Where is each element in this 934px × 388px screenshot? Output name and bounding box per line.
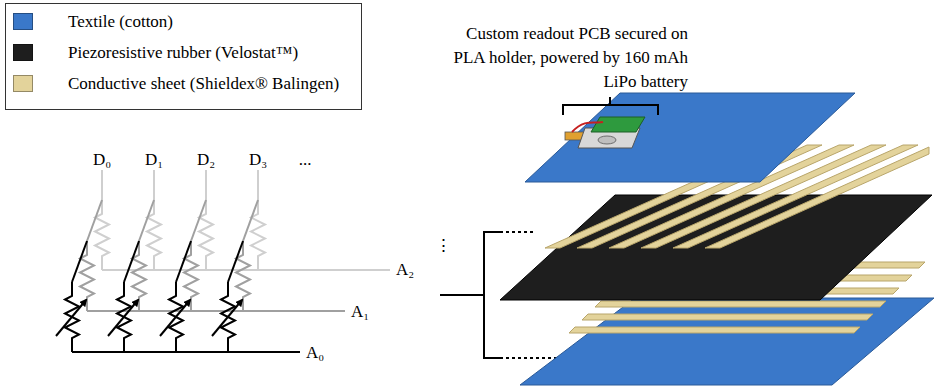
column-wire bbox=[176, 241, 191, 282]
column-wire bbox=[72, 241, 87, 282]
bracket-line bbox=[484, 232, 500, 358]
conductive-strip bbox=[569, 327, 860, 333]
dashed-leader bbox=[500, 231, 535, 233]
column-wire bbox=[228, 241, 243, 282]
row-wire bbox=[87, 310, 345, 312]
column-wire bbox=[243, 200, 258, 241]
battery bbox=[598, 136, 616, 144]
row-wire bbox=[72, 351, 300, 353]
callout-bracket bbox=[563, 97, 658, 115]
signal-name: D₂ bbox=[197, 150, 215, 170]
variable-arrow bbox=[160, 300, 190, 336]
pcb-board bbox=[591, 117, 645, 132]
column-wire bbox=[205, 170, 207, 200]
resistor-layer-middle bbox=[80, 200, 345, 311]
variable-arrow bbox=[108, 300, 138, 336]
signal-name: D₁ bbox=[145, 150, 163, 170]
signal-name: D₀ bbox=[93, 150, 111, 170]
legend-swatch bbox=[13, 75, 33, 92]
legend-box: Textile (cotton) Piezoresistive rubber (V… bbox=[5, 3, 362, 110]
callout-text: Custom readout PCB secured on PLA holder… bbox=[448, 22, 688, 94]
column-wire bbox=[257, 170, 259, 200]
ellipsis: ... bbox=[299, 150, 312, 170]
signal-name: A₂ bbox=[396, 260, 414, 280]
dashed-leader bbox=[500, 357, 560, 359]
legend-text: Textile (cotton) bbox=[68, 12, 173, 32]
readout-pcb bbox=[565, 117, 645, 148]
leader-line bbox=[440, 294, 484, 296]
column-wire bbox=[139, 200, 154, 241]
leader-line bbox=[609, 97, 611, 105]
ellipsis: ⋮ bbox=[435, 236, 452, 256]
conductive-strip bbox=[595, 301, 886, 307]
textile-layer bbox=[520, 298, 934, 385]
resistor-layer-front bbox=[56, 241, 300, 352]
row-wire bbox=[102, 269, 390, 271]
signal-name: A₁ bbox=[351, 302, 369, 322]
column-wire bbox=[124, 241, 139, 282]
variable-arrow bbox=[56, 300, 86, 336]
battery-wire bbox=[572, 122, 603, 132]
column-wire bbox=[153, 170, 155, 200]
legend-text: Piezoresistive rubber (Velostat™) bbox=[68, 43, 298, 63]
column-wire bbox=[101, 170, 103, 200]
conductive-strip bbox=[582, 314, 873, 320]
signal-name: A₀ bbox=[306, 343, 324, 363]
textile-layer bbox=[525, 93, 855, 182]
column-wire bbox=[191, 200, 206, 241]
legend-swatch bbox=[13, 44, 33, 61]
signal-name: D₃ bbox=[249, 150, 267, 170]
bracket-line bbox=[563, 105, 658, 115]
column-wire bbox=[87, 200, 102, 241]
variable-arrow bbox=[212, 300, 242, 336]
legend-swatch bbox=[13, 13, 33, 30]
legend-text: Conductive sheet (Shieldex® Balingen) bbox=[68, 74, 339, 94]
